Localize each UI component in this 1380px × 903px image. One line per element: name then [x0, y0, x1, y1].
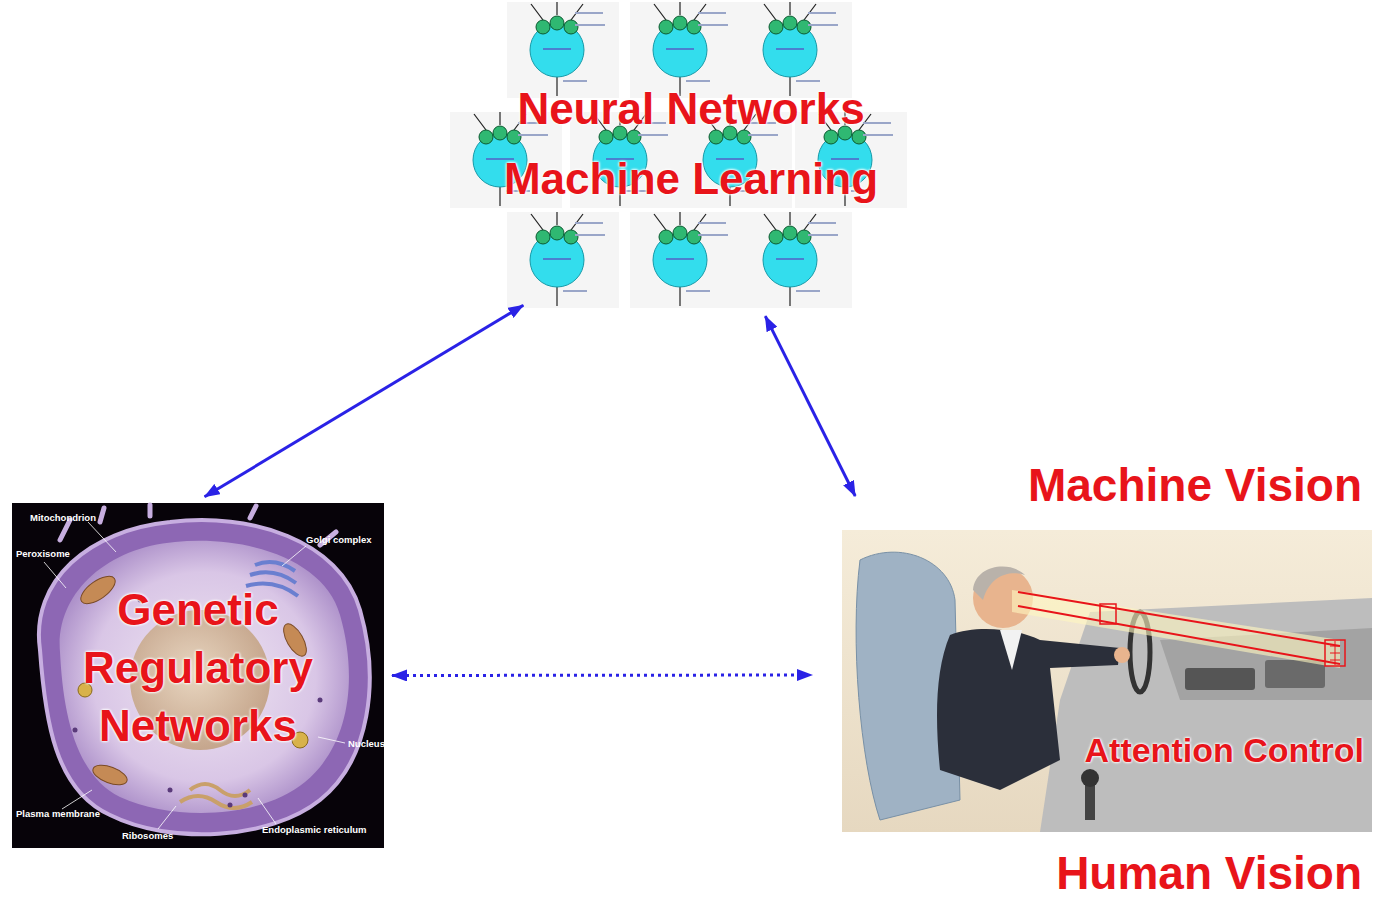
part-label: Endoplasmic reticulum — [262, 824, 367, 836]
part-label: Plasma membrane — [16, 808, 100, 820]
node-title: Human Vision — [842, 850, 1362, 896]
double-arrow — [765, 316, 855, 496]
node-title: Genetic Regulatory Networks — [48, 581, 348, 755]
cell-illustration — [12, 503, 384, 848]
part-label: Golgi complex — [306, 534, 371, 546]
illustrated-node: Neural NetworksMachine Learning — [470, 0, 912, 300]
node-title: Neural Networks — [470, 82, 912, 136]
double-arrow — [392, 674, 812, 678]
part-label: Mitochondrion — [30, 512, 96, 524]
illustrated-node: Machine VisionAttention ControlHuman Vis… — [842, 530, 1372, 832]
part-label: Peroxisome — [16, 548, 70, 560]
part-label: Ribosomes — [122, 830, 173, 842]
node-title: Machine Learning — [470, 152, 912, 206]
driver-illustration — [842, 530, 1372, 832]
node-title: Attention Control — [964, 730, 1364, 770]
part-label: Nucleus — [348, 738, 385, 750]
node-title: Machine Vision — [842, 458, 1362, 512]
double-arrow — [205, 305, 524, 497]
